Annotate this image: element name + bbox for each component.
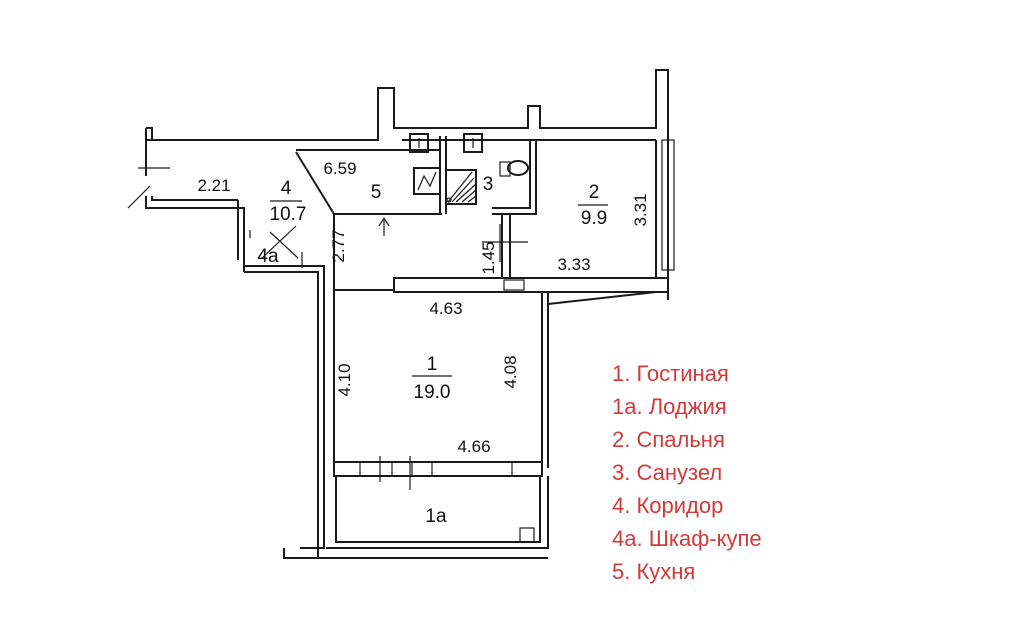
loggia-number: 1а bbox=[425, 506, 447, 527]
legend-item: 1а. Лоджия bbox=[612, 394, 727, 419]
dim-living-bottom: 4.66 bbox=[457, 437, 490, 456]
legend-item: 5. Кухня bbox=[612, 559, 695, 584]
stove-icon bbox=[413, 167, 441, 195]
legend-item: 3. Санузел bbox=[612, 460, 722, 485]
door-arrow-icon bbox=[378, 216, 390, 236]
bedroom-area: 9.9 bbox=[581, 208, 607, 229]
kitchen-number: 5 bbox=[371, 182, 382, 203]
living-area: 19.0 bbox=[414, 382, 451, 403]
legend-item: 2. Спальня bbox=[612, 427, 725, 452]
bedroom-number: 2 bbox=[589, 182, 600, 203]
dim-living-top: 4.63 bbox=[429, 299, 462, 318]
legend-item: 1. Гостиная bbox=[612, 361, 729, 386]
legend-item: 4а. Шкаф-купе bbox=[612, 526, 762, 551]
wardrobe-door-symbol bbox=[249, 225, 303, 268]
kitchen-area: 6.59 bbox=[323, 159, 356, 178]
corridor-area: 10.7 bbox=[270, 204, 307, 225]
wardrobe-number: 4а bbox=[257, 246, 279, 267]
bathroom-number: 3 bbox=[483, 174, 494, 195]
sink-icon bbox=[409, 133, 483, 153]
dim-bedroom-depth: 3.31 bbox=[631, 193, 650, 226]
toilet-icon bbox=[499, 160, 529, 177]
shower-icon bbox=[445, 169, 477, 205]
living-number: 1 bbox=[427, 354, 438, 375]
legend: 1. Гостиная 1а. Лоджия 2. Спальня 3. Сан… bbox=[612, 361, 762, 584]
dim-living-right: 4.08 bbox=[501, 355, 520, 388]
legend-item: 4. Коридор bbox=[612, 493, 723, 518]
bathroom-door-symbol bbox=[482, 224, 528, 262]
dim-living-left: 4.10 bbox=[335, 363, 354, 396]
corridor-number: 4 bbox=[281, 178, 292, 199]
walls bbox=[127, 69, 675, 559]
dim-bathroom-depth: 1.45 bbox=[479, 241, 498, 274]
dim-corridor-width: 2.21 bbox=[197, 176, 230, 195]
dim-bedroom-width: 3.33 bbox=[557, 255, 590, 274]
dim-kitchen-side: 2.77 bbox=[329, 229, 348, 262]
